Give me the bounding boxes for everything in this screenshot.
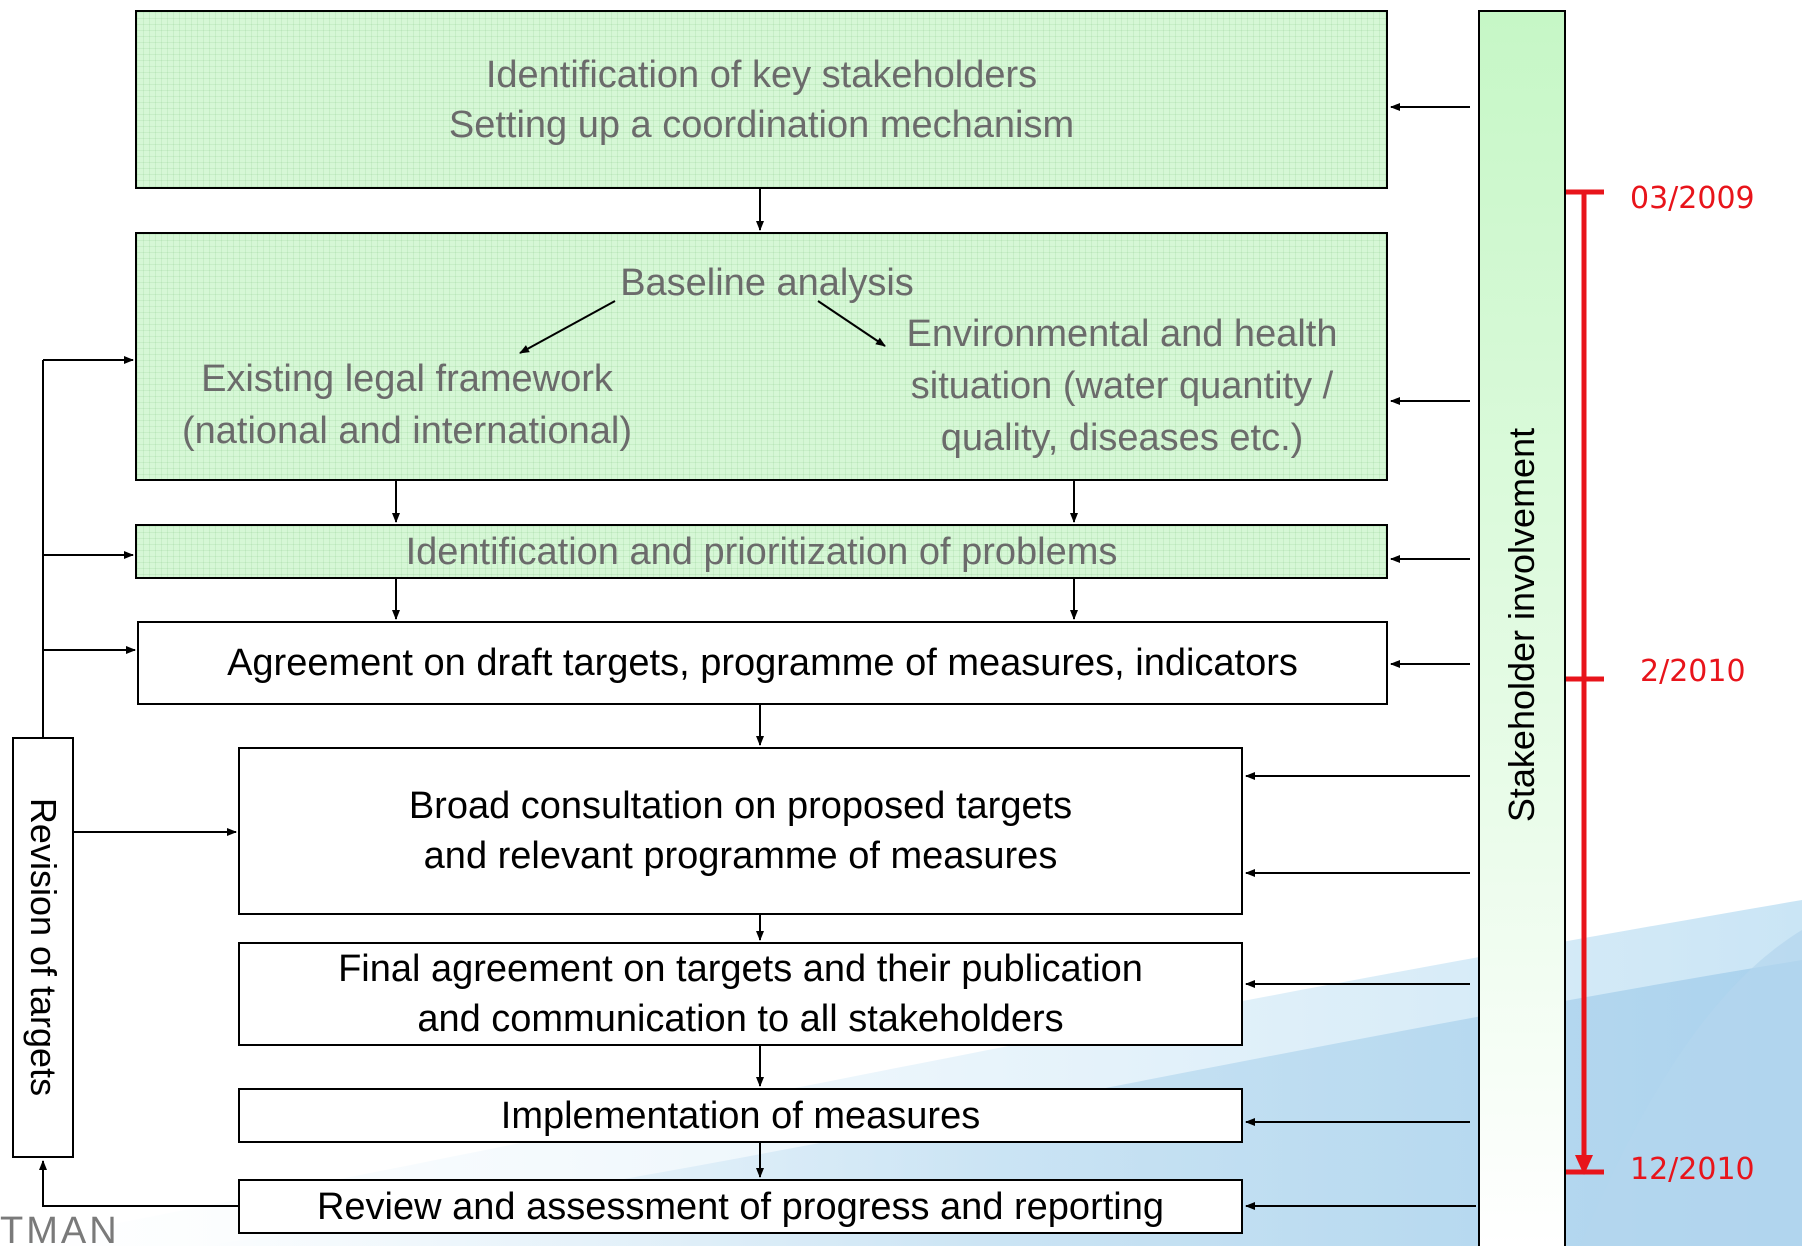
review-box: Review and assessment of progress and re…: [238, 1179, 1243, 1234]
final-line2: and communication to all stakeholders: [417, 998, 1064, 1040]
consultation-line2: and relevant programme of measures: [423, 835, 1058, 877]
consultation-box: Broad consultation on proposed targets a…: [238, 747, 1243, 915]
baseline-title: Baseline analysis: [620, 262, 914, 304]
final-line1: Final agreement on targets and their pub…: [338, 948, 1143, 990]
timeline-date-end: 12/2010: [1630, 1152, 1755, 1187]
baseline-env-line2: situation (water quantity /: [910, 365, 1334, 407]
problems-text: Identification and prioritization of pro…: [405, 530, 1118, 573]
timeline-date-start: 03/2009: [1630, 181, 1755, 216]
baseline-legal-line1: Existing legal framework: [201, 358, 613, 400]
draft-text: Agreement on draft targets, programme of…: [227, 642, 1298, 684]
arrow-baseline-to-legal: [519, 300, 616, 354]
implementation-text: Implementation of measures: [500, 1094, 981, 1137]
timeline-date-mid: 2/2010: [1640, 654, 1746, 689]
final-box: Final agreement on targets and their pub…: [238, 942, 1243, 1046]
baseline-legal-line2: (national and international): [182, 410, 632, 452]
stakeholders-line2: Setting up a coordination mechanism: [448, 103, 1075, 146]
implementation-box: Implementation of measures: [238, 1088, 1243, 1143]
stakeholder-involvement-bar: [1478, 10, 1566, 1246]
arrow-baseline-to-environment: [817, 300, 886, 347]
baseline-env-line3: quality, diseases etc.): [940, 417, 1304, 459]
baseline-env-line1: Environmental and health: [906, 313, 1338, 355]
review-text: Review and assessment of progress and re…: [316, 1185, 1164, 1228]
draft-box: Agreement on draft targets, programme of…: [137, 621, 1388, 705]
timeline-arrowhead: [1575, 1155, 1593, 1175]
stakeholders-box: Identification of key stakeholders Setti…: [135, 10, 1388, 189]
stakeholders-line1: Identification of key stakeholders: [485, 53, 1038, 96]
problems-box: Identification and prioritization of pro…: [135, 524, 1388, 579]
revision-return-line: [39, 1160, 238, 1207]
baseline-box: Baseline analysis Existing legal framewo…: [135, 232, 1388, 481]
revision-of-targets-box: [12, 737, 74, 1158]
consultation-line1: Broad consultation on proposed targets: [408, 785, 1073, 827]
logo: TMAN: [0, 1210, 120, 1252]
